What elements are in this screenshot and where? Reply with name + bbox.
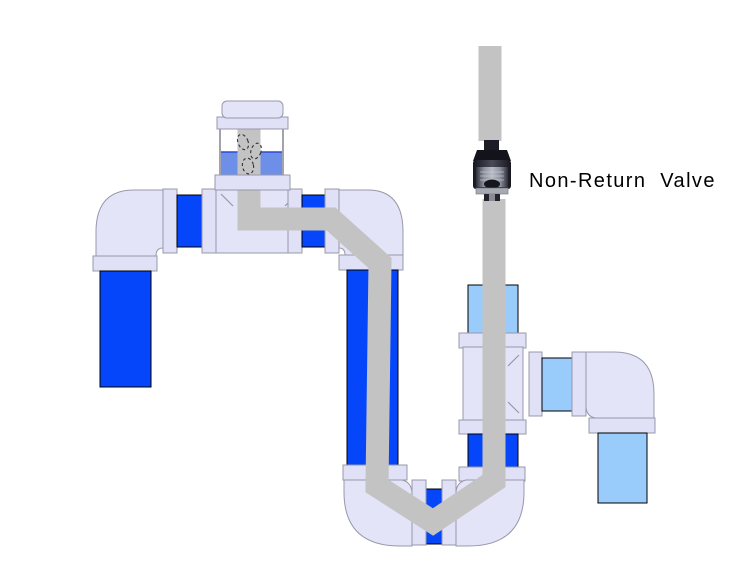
valve-poppet	[484, 179, 500, 189]
non-return-valve-label: Non-Return Valve	[529, 170, 716, 192]
vent-upper-flange	[216, 116, 289, 130]
valve-lower-band	[475, 187, 509, 195]
left-elbow-bottom-flange	[92, 255, 158, 272]
air-bubbles-icon	[236, 133, 262, 175]
vent-cap	[221, 100, 284, 119]
left-horizontal-pipe-water	[176, 194, 203, 248]
valve-bottom-stem-core	[489, 194, 495, 201]
overflow-elbow-fitting	[585, 351, 655, 419]
left-drain-pipe-water	[99, 270, 152, 388]
valve-top-cap	[473, 150, 511, 161]
left-elbow-fitting	[95, 189, 164, 257]
overflow-drop-pipe-water	[597, 432, 648, 504]
overflow-left-flange	[528, 351, 543, 417]
left-elbow-side-flange	[162, 188, 178, 254]
lower-tee-chamfer-lines	[507, 354, 520, 414]
flexible-hose	[237, 123, 506, 536]
overflow-right-flange	[571, 351, 587, 417]
valve-top-stem	[484, 140, 499, 151]
overflow-pipe-water	[541, 357, 574, 412]
overflow-elbow-flange	[588, 417, 656, 434]
tee-left-flange	[201, 188, 217, 254]
vent-lower-flange	[214, 174, 291, 191]
non-return-valve	[473, 140, 511, 201]
